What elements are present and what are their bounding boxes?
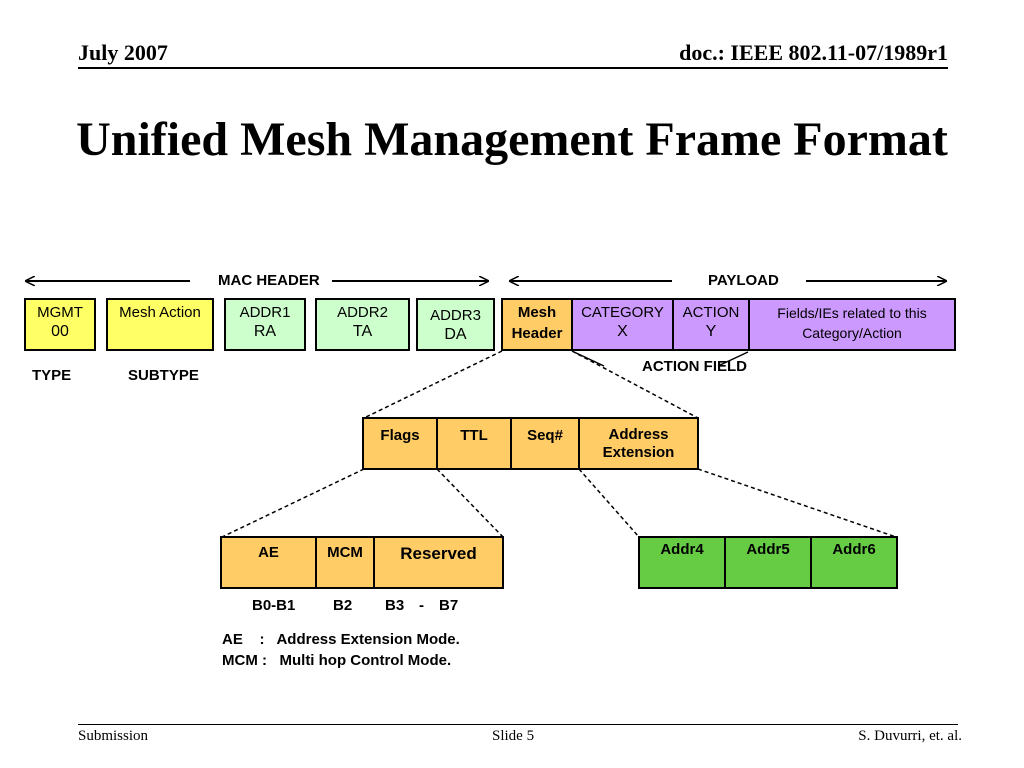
mesh-field-seq: Seq# [510, 417, 580, 470]
addr-ext-field-addr5-label: Addr5 [746, 541, 790, 558]
slide-title: Unified Mesh Management Frame Format [76, 113, 948, 166]
footer-submission: Submission [78, 728, 149, 744]
field-mgmt-value: 00 [51, 323, 69, 340]
field-category-name: CATEGORY [581, 304, 664, 321]
flags-expand-left [221, 468, 365, 538]
mesh-field-flags: Flags [362, 417, 438, 470]
mesh-field-address-extension: Address Extension [578, 417, 699, 470]
field-mesh-header-line1: Mesh [517, 304, 557, 321]
bit-label-b3: B3 [385, 597, 405, 614]
flags-field-reserved: Reserved [373, 536, 504, 589]
addr-ext-expand-right [697, 468, 897, 538]
mesh-field-ttl-label: TTL [460, 427, 488, 444]
mesh-header-expand-right [571, 350, 699, 419]
footer-slide-number: Slide 5 [492, 728, 535, 744]
addr-ext-field-addr6-label: Addr6 [832, 541, 876, 558]
flags-field-mcm-label: MCM [327, 544, 363, 561]
note-mcm-definition: MCM : Multi hop Control Mode. [222, 652, 452, 669]
field-addr2-value: TA [352, 323, 373, 340]
field-category-action-ies: Fields/IEs related to this Category/Acti… [748, 298, 956, 351]
header-divider [78, 67, 948, 69]
action-field-label: ACTION FIELD [642, 358, 747, 375]
flags-expand-right [436, 468, 504, 538]
bit-label-b7: B7 [439, 597, 459, 614]
addr-ext-field-addr5: Addr5 [724, 536, 812, 589]
mesh-header-expand-left [363, 350, 503, 419]
field-mesh-header-line2: Header [511, 325, 563, 342]
field-action-name: ACTION [682, 304, 740, 321]
action-field-bracket-right [717, 351, 749, 367]
addr-ext-field-addr4: Addr4 [638, 536, 726, 589]
field-ies-line1: Fields/IEs related to this [777, 305, 927, 321]
bit-label-b2: B2 [333, 597, 353, 614]
header-doc-id: doc.: IEEE 802.11-07/1989r1 [679, 40, 948, 65]
mac-header-label: MAC HEADER [218, 272, 320, 289]
field-addr3-name: ADDR3 [430, 307, 481, 324]
field-category: CATEGORY X [571, 298, 674, 351]
field-addr3-value: DA [444, 326, 467, 343]
header-date: July 2007 [78, 40, 168, 65]
flags-field-mcm: MCM [315, 536, 375, 589]
field-addr2-name: ADDR2 [337, 304, 388, 321]
addr-ext-expand-left [578, 468, 640, 538]
footer-authors: S. Duvurri, et. al. [858, 728, 962, 744]
footer-divider [78, 724, 958, 725]
field-addr1-name: ADDR1 [239, 304, 291, 321]
field-action-value: Y [705, 323, 717, 340]
field-addr1-value: RA [253, 323, 277, 340]
field-action: ACTION Y [672, 298, 750, 351]
flags-field-reserved-label: Reserved [400, 544, 477, 563]
addr-ext-field-addr6: Addr6 [810, 536, 898, 589]
note-ae-definition: AE : Address Extension Mode. [222, 631, 460, 648]
mesh-field-flags-label: Flags [380, 427, 420, 444]
type-label: TYPE [32, 367, 72, 384]
field-addr2: ADDR2 TA [315, 298, 410, 351]
mesh-field-address-extension-label: Address Extension [602, 426, 675, 461]
field-mgmt-type: MGMT 00 [24, 298, 96, 351]
flags-field-ae-label: AE [258, 544, 279, 561]
field-mgmt-name: MGMT [37, 304, 83, 321]
field-category-value: X [617, 323, 628, 340]
field-mesh-header: Mesh Header [501, 298, 573, 351]
field-addr1: ADDR1 RA [224, 298, 306, 351]
bit-label-b0-b1: B0-B1 [252, 597, 296, 614]
field-ies-line2: Category/Action [802, 325, 902, 341]
bit-label-dash: - [419, 597, 424, 614]
payload-label: PAYLOAD [708, 272, 779, 289]
mesh-field-seq-label: Seq# [527, 427, 563, 444]
flags-field-ae: AE [220, 536, 317, 589]
field-mesh-action-name: Mesh Action [119, 304, 201, 321]
subtype-label: SUBTYPE [128, 367, 199, 384]
field-mesh-action-subtype: Mesh Action [106, 298, 214, 351]
addr-ext-field-addr4-label: Addr4 [660, 541, 704, 558]
field-addr3: ADDR3 DA [416, 298, 495, 351]
mesh-field-ttl: TTL [436, 417, 512, 470]
